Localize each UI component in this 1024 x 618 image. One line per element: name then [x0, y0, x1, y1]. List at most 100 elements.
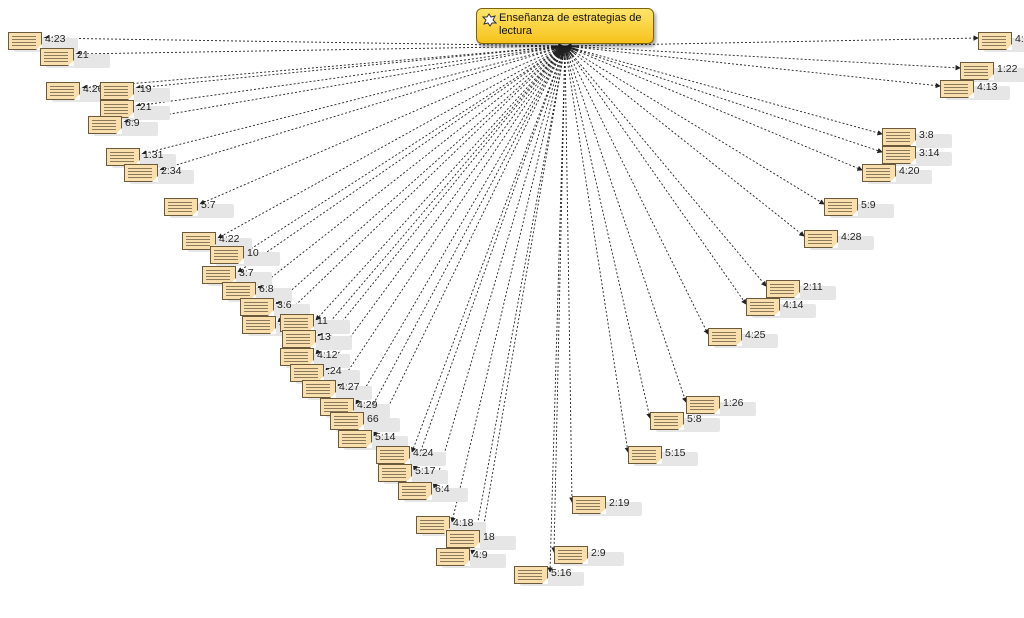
quotation-document-icon [436, 548, 470, 566]
quotation-document-icon [978, 32, 1012, 50]
quotation-document-icon [882, 128, 916, 146]
quotation-label: 4:22 [219, 233, 240, 245]
relation-edge-left-19 [337, 45, 566, 387]
relation-edge-right-12 [564, 45, 652, 419]
quotation-label: 6:9 [125, 117, 140, 129]
quotation-document-icon [766, 280, 800, 298]
relation-edge-left-12 [257, 45, 566, 289]
relation-edge-left-14 [277, 45, 566, 323]
relation-edge-left-29 [547, 45, 566, 573]
quotation-document-icon [628, 446, 662, 464]
quotation-label: 3:8 [919, 129, 934, 141]
quotation-label: 6:4 [435, 483, 450, 495]
quotation-label: :21 [137, 101, 152, 113]
quotation-label: 2:9 [591, 547, 606, 559]
quotation-label: 4:26 [83, 83, 104, 95]
relation-edge-right-10 [564, 45, 709, 335]
quotation-label: 5:9 [861, 199, 876, 211]
quotation-label: 66 [367, 413, 379, 425]
quotation-document-icon [960, 62, 994, 80]
quotation-label: 5:15 [665, 447, 686, 459]
quotation-document-icon [708, 328, 742, 346]
relation-edge-left-21 [365, 45, 566, 419]
relation-edge-right-2 [564, 45, 941, 89]
quotation-document-icon [106, 148, 140, 166]
relation-edge-left-27 [480, 45, 566, 537]
relation-edge-left-16 [317, 45, 566, 337]
quotation-document-icon [940, 80, 974, 98]
quotation-label: 4:23 [45, 33, 66, 45]
relation-edge-right-11 [564, 45, 688, 403]
quotation-document-icon [572, 496, 606, 514]
relation-edge-left-13 [275, 45, 566, 305]
quotation-document-icon [554, 546, 588, 564]
relation-edge-left-26 [450, 45, 566, 523]
quotation-document-icon [100, 82, 134, 100]
quotation-label: 5:8 [687, 413, 702, 425]
quotation-label: 4:27 [339, 381, 360, 393]
quotation-document-icon [282, 330, 316, 348]
quotation-document-icon [514, 566, 548, 584]
quotation-label: :24 [327, 365, 342, 377]
quotation-label: 4:1 [1015, 33, 1024, 45]
relation-edge-right-1 [564, 45, 961, 71]
relation-edge-left-20 [355, 45, 566, 405]
quotation-label: 5:14 [375, 431, 396, 443]
quotation-document-icon [222, 282, 256, 300]
quotation-label: 6:8 [259, 283, 274, 295]
quotation-document-icon [338, 430, 372, 448]
quotation-label: 1:31 [143, 149, 164, 161]
relation-edge-right-3 [564, 45, 883, 136]
relation-edge-left-17 [315, 45, 566, 355]
quotation-label: 4:14 [783, 299, 804, 311]
quotation-document-icon [804, 230, 838, 248]
quotation-document-icon [202, 266, 236, 284]
quotation-document-icon [398, 482, 432, 500]
relation-edge-left-24 [412, 45, 566, 471]
quotation-document-icon [46, 82, 80, 100]
quotation-label: 11 [317, 315, 328, 327]
quotation-document-icon [302, 380, 336, 398]
relation-edge-right-15 [551, 45, 566, 553]
quotation-label: 3:6 [277, 299, 292, 311]
quotation-document-icon [862, 164, 896, 182]
relation-edge-left-10 [245, 45, 566, 253]
relation-edge-left-7 [159, 45, 566, 172]
quotation-document-icon [376, 446, 410, 464]
relation-edge-right-8 [564, 45, 767, 287]
quotation-label: 1:22 [997, 63, 1018, 75]
quotation-label: 4:18 [453, 517, 474, 529]
relation-edge-right-13 [564, 45, 630, 453]
quotation-label: 4:25 [745, 329, 766, 341]
relation-edge-right-14 [564, 45, 575, 503]
quotation-document-icon [882, 146, 916, 164]
quotation-label: 5:16 [551, 567, 572, 579]
quotation-document-icon [40, 48, 74, 66]
relation-edge-right-6 [564, 45, 825, 205]
quotation-label: 18 [483, 531, 495, 543]
quotation-label: 4:13 [977, 81, 998, 93]
quotation-document-icon [88, 116, 122, 134]
central-code-label: Enseñanza de estrategias de lectura [499, 12, 642, 37]
quotation-document-icon [8, 32, 42, 50]
quotation-document-icon [824, 198, 858, 216]
quotation-document-icon [240, 298, 274, 316]
quotation-document-icon [280, 348, 314, 366]
central-code-node[interactable]: Enseñanza de estrategias de lectura [476, 8, 654, 44]
quotation-document-icon [164, 198, 198, 216]
relation-edge-left-0 [43, 35, 566, 47]
relation-edge-right-9 [564, 45, 747, 305]
quotation-label: 10 [247, 247, 259, 259]
quotation-label: 21 [77, 49, 89, 61]
quotation-document-icon [686, 396, 720, 414]
quotation-label: 4:28 [841, 231, 862, 243]
quotation-label: 5:7 [201, 199, 216, 211]
relation-edge-left-22 [373, 45, 566, 437]
quotation-label: 4:24 [413, 447, 434, 459]
quotation-label: 4:20 [899, 165, 920, 177]
quotation-document-icon [210, 246, 244, 264]
quotation-label: 2:19 [609, 497, 630, 509]
relation-edge-left-6 [141, 45, 566, 156]
